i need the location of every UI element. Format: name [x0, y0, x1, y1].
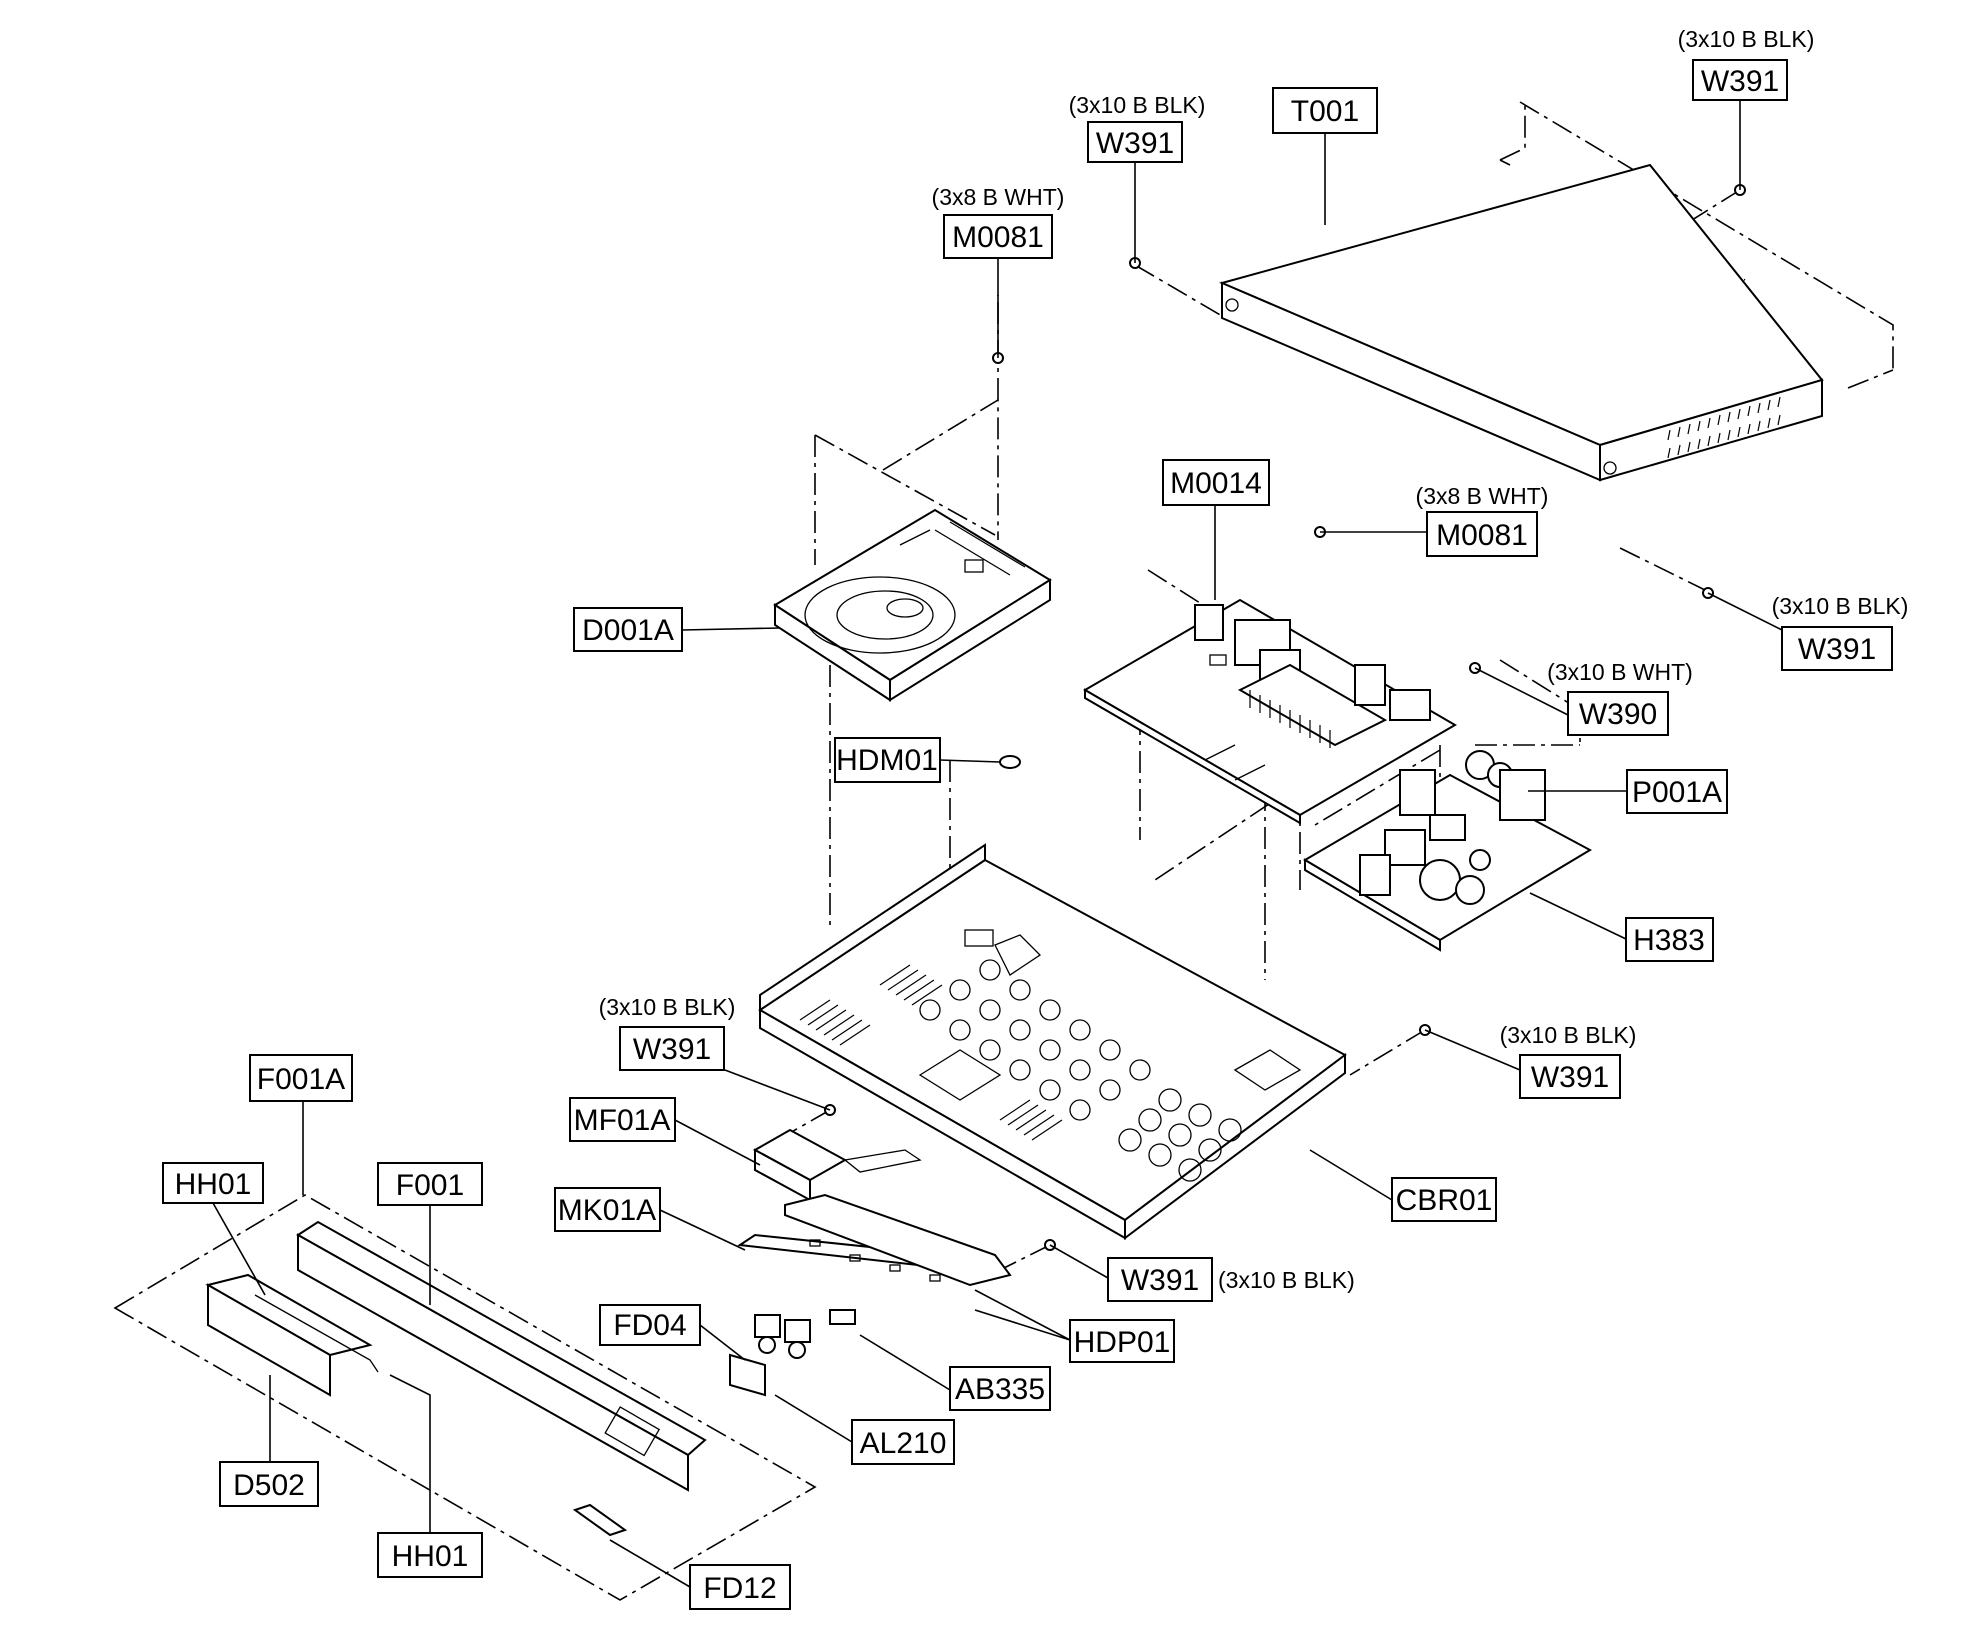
label-d001a: D001A: [582, 614, 674, 647]
label-box-hh01-top: [162, 1162, 264, 1204]
key-board-part: [737, 1193, 1012, 1287]
main-board-part: [1083, 598, 1457, 825]
label-box-w391-right: [1781, 626, 1893, 671]
label-m0014: M0014: [1170, 467, 1262, 500]
label-box-w391-bottom: [1107, 1257, 1213, 1302]
label-box-w390: [1567, 691, 1669, 736]
label-box-al210: [851, 1419, 955, 1465]
label-fd04: FD04: [613, 1309, 686, 1342]
label-box-fd12: [689, 1564, 791, 1610]
label-box-w391-left: [619, 1026, 725, 1071]
spec-w391-bottom: (3x10 B BLK): [1218, 1267, 1355, 1293]
label-w391-top: W391: [1096, 127, 1174, 160]
label-box-hdp01: [1069, 1319, 1175, 1363]
label-box-m0081-top: [943, 214, 1053, 259]
label-m0081-top: M0081: [952, 221, 1044, 254]
label-d502: D502: [233, 1469, 305, 1502]
label-w391-rmid: W391: [1531, 1061, 1609, 1094]
label-box-cbr01: [1391, 1177, 1497, 1222]
label-box-mk01a: [554, 1187, 661, 1232]
front-panel-part: [205, 1220, 707, 1537]
spec-m0081-top: (3x8 B WHT): [932, 184, 1065, 210]
label-mf01a: MF01A: [574, 1104, 671, 1137]
label-w391-right: W391: [1798, 633, 1876, 666]
disc-drive-part: [773, 508, 1052, 702]
leader-lines: [212, 100, 1783, 1588]
spec-w391-rmid: (3x10 B BLK): [1500, 1022, 1637, 1048]
label-box-p001a: [1626, 769, 1728, 814]
label-f001: F001: [396, 1169, 464, 1202]
label-w391-bottom: W391: [1121, 1264, 1199, 1297]
label-cbr01: CBR01: [1396, 1184, 1493, 1217]
label-box-m0014: [1162, 459, 1270, 506]
hdmi-part: [999, 755, 1021, 769]
label-box-t001: [1272, 87, 1378, 134]
label-box-fd04: [599, 1304, 701, 1346]
label-box-d001a: [573, 607, 683, 652]
label-ab335: AB335: [955, 1373, 1045, 1406]
label-hdp01: HDP01: [1074, 1326, 1171, 1359]
label-w391-tr: W391: [1701, 65, 1779, 98]
label-mk01a: MK01A: [558, 1194, 656, 1227]
label-box-h383: [1625, 917, 1714, 962]
label-hdm01: HDM01: [836, 744, 938, 777]
label-w391-left: W391: [633, 1033, 711, 1066]
label-f001a: F001A: [257, 1063, 345, 1096]
label-t001: T001: [1291, 95, 1359, 128]
label-box-f001: [377, 1162, 483, 1206]
label-al210: AL210: [860, 1427, 947, 1460]
spec-w391-left: (3x10 B BLK): [599, 994, 736, 1020]
label-h383: H383: [1633, 924, 1705, 957]
jacks-part: [729, 1309, 856, 1397]
part-labels: (3x10 B BLK) W391 (3x10 B BLK) W391 T001…: [162, 26, 1909, 1610]
power-board-part: [1303, 750, 1593, 952]
label-box-w391-rmid: [1519, 1054, 1621, 1099]
label-box-m0081-mid: [1426, 511, 1538, 557]
label-m0081-mid: M0081: [1436, 519, 1528, 552]
label-box-f001a: [249, 1054, 353, 1102]
label-hh01-bottom: HH01: [392, 1540, 469, 1573]
label-p001a: P001A: [1632, 776, 1722, 809]
label-hh01-top: HH01: [175, 1168, 252, 1201]
front-module-part: [752, 1128, 922, 1202]
label-box-hh01-bottom: [377, 1532, 483, 1578]
top-cover-part: [1218, 163, 1824, 482]
label-box-w391-tr: [1692, 59, 1788, 101]
spec-m0081-mid: (3x8 B WHT): [1416, 483, 1549, 509]
spec-w391-top: (3x10 B BLK): [1069, 92, 1206, 118]
label-box-hdm01: [834, 737, 941, 783]
chassis-part: [758, 843, 1347, 1240]
label-box-w391-top: [1087, 121, 1183, 163]
spec-w391-tr: (3x10 B BLK): [1678, 26, 1815, 52]
label-box-d502: [219, 1461, 319, 1507]
label-box-ab335: [949, 1366, 1051, 1411]
spec-w391-right: (3x10 B BLK): [1772, 593, 1909, 619]
label-w390: W390: [1579, 698, 1657, 731]
label-box-mf01a: [569, 1097, 676, 1142]
spec-w390: (3x10 B WHT): [1547, 659, 1693, 685]
label-fd12: FD12: [703, 1572, 776, 1605]
